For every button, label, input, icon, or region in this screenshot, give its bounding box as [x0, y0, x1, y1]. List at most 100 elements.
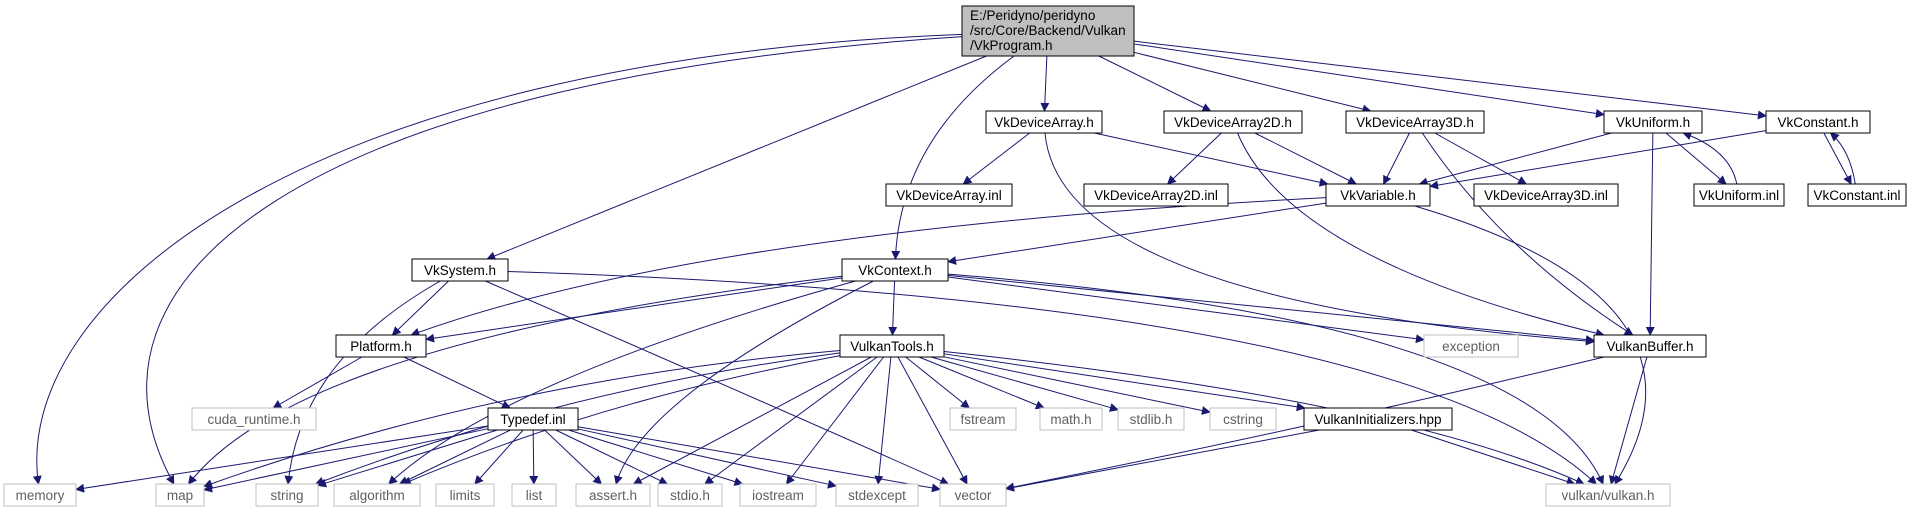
node-vkdevicearray3d[interactable]: VkDeviceArray3D.h [1345, 110, 1485, 134]
node-label: VkDeviceArray3D.inl [1484, 188, 1608, 203]
node-vector: vector [939, 483, 1007, 507]
edge-vkconstant-to-vkvariable [1429, 130, 1767, 190]
edge-vkconstant_inl-to-vkconstant [1829, 132, 1856, 185]
node-iostream: iostream [739, 483, 817, 507]
node-box [1545, 483, 1671, 507]
node-box [511, 483, 557, 507]
edge-vulkanbuffer-to-vector [1005, 356, 1605, 492]
node-vkconstant_inl[interactable]: VkConstant.inl [1807, 183, 1907, 207]
node-label: VkDeviceArray2D.inl [1094, 188, 1218, 203]
node-exception: exception [1423, 334, 1519, 358]
node-box [435, 483, 495, 507]
node-label: vector [955, 488, 992, 503]
node-box [1765, 110, 1871, 134]
node-typedef_inl[interactable]: Typedef.inl [487, 407, 579, 431]
node-box [1593, 334, 1707, 358]
edge-platform-to-typedef_inl [403, 356, 511, 409]
edge-vkdevicearray3d-to-vulkanbuffer [1421, 132, 1634, 336]
node-box [255, 483, 319, 507]
node-vkdevicearray2d[interactable]: VkDeviceArray2D.h [1163, 110, 1303, 134]
edge-vulkantools-to-math [918, 356, 1045, 410]
node-box [1423, 334, 1519, 358]
node-box [985, 110, 1103, 134]
node-stdlib: stdlib.h [1117, 407, 1185, 431]
edge-vulkantools-to-iostream [785, 356, 884, 485]
edge-typedef_inl-to-stdio [555, 429, 669, 485]
edge-typedef_inl-to-vector [577, 426, 941, 493]
node-vkconstant[interactable]: VkConstant.h [1765, 110, 1871, 134]
node-label: VkConstant.inl [1813, 188, 1900, 203]
node-box [1345, 110, 1485, 134]
edge-vksystem-to-vulkan [507, 271, 1597, 485]
edge-vulkantools-to-vector [897, 356, 968, 485]
node-box [1807, 183, 1907, 207]
node-vulkantools[interactable]: VulkanTools.h [839, 334, 945, 358]
node-label: VulkanTools.h [850, 339, 934, 354]
node-vkdevicearray2d_inl[interactable]: VkDeviceArray2D.inl [1083, 183, 1229, 207]
node-label: assert.h [589, 488, 637, 503]
node-list: list [511, 483, 557, 507]
node-label: Platform.h [350, 339, 412, 354]
node-box [835, 483, 919, 507]
node-box [1163, 110, 1303, 134]
node-vkdevicearray_inl[interactable]: VkDeviceArray.inl [885, 183, 1013, 207]
node-vkuniform_inl[interactable]: VkUniform.inl [1693, 183, 1785, 207]
node-label: map [167, 488, 193, 503]
node-label: VkContext.h [858, 263, 932, 278]
edge-typedef_inl-to-algorithm [398, 429, 511, 485]
edge-vulkantools-to-fstream [905, 356, 970, 409]
node-vkuniform[interactable]: VkUniform.h [1603, 110, 1703, 134]
node-assert: assert.h [575, 483, 651, 507]
node-box [1083, 183, 1229, 207]
node-label: stdio.h [670, 488, 710, 503]
edge-vulkantools-to-stdio [704, 356, 878, 485]
edge-vulkantools-to-map [203, 350, 841, 488]
edge-vkuniform-to-vkuniform_inl [1665, 132, 1727, 185]
node-vulkaninitializers[interactable]: VulkanInitializers.hpp [1303, 407, 1453, 431]
edge-root-to-memory [32, 33, 963, 485]
node-label: VulkanInitializers.hpp [1314, 412, 1441, 427]
node-label: cuda_runtime.h [207, 412, 300, 427]
node-box [885, 183, 1013, 207]
node-label: limits [450, 488, 481, 503]
node-label: VkDeviceArray.h [994, 115, 1094, 130]
edge-vkdevicearray-to-vkvariable [1094, 132, 1329, 187]
edge-vulkantools-to-assert [632, 356, 872, 485]
node-label: exception [1442, 339, 1500, 354]
edge-vkcontext-to-algorithm [388, 280, 856, 485]
edge-root-to-vkdevicearray [1040, 55, 1050, 112]
node-box [739, 483, 817, 507]
node-algorithm: algorithm [333, 483, 421, 507]
edge-vkconstant-to-vkconstant_inl [1823, 132, 1852, 185]
node-label: VkUniform.inl [1699, 188, 1779, 203]
node-label: math.h [1050, 412, 1091, 427]
edge-typedef_inl-to-limits [474, 429, 524, 485]
edge-vkuniform-to-vkvariable [1418, 132, 1612, 187]
node-label: memory [16, 488, 65, 503]
node-platform[interactable]: Platform.h [335, 334, 427, 358]
node-label: VkDeviceArray3D.h [1356, 115, 1474, 130]
edge-root-to-vksystem [486, 55, 987, 261]
node-vulkanbuffer[interactable]: VulkanBuffer.h [1593, 334, 1707, 358]
edge-vksystem-to-string [284, 280, 441, 485]
node-vkvariable[interactable]: VkVariable.h [1325, 183, 1431, 207]
node-vksystem[interactable]: VkSystem.h [411, 258, 509, 282]
edge-vulkanbuffer-to-vulkan [1608, 356, 1648, 485]
node-vkcontext[interactable]: VkContext.h [841, 258, 949, 282]
node-label: cstring [1223, 412, 1263, 427]
edge-vkcontext-to-vulkanbuffer [947, 274, 1595, 345]
edge-platform-to-cuda_runtime [272, 356, 363, 409]
edge-vulkantools-to-vulkaninitializers [943, 353, 1306, 412]
edge-typedef_inl-to-iostream [568, 429, 744, 486]
node-vkdevicearray[interactable]: VkDeviceArray.h [985, 110, 1103, 134]
edge-vkcontext-to-map [187, 275, 843, 485]
node-box [3, 483, 77, 507]
root-label-line: E:/Peridyno/peridyno [970, 8, 1095, 23]
edge-vkvariable-to-platform [410, 197, 1327, 337]
edge-vulkantools-to-stdlib [930, 356, 1119, 412]
node-vkdevicearray3d_inl[interactable]: VkDeviceArray3D.inl [1473, 183, 1619, 207]
edge-typedef_inl-to-string [317, 429, 498, 488]
edge-vulkaninitializers-to-vector [1005, 429, 1320, 492]
